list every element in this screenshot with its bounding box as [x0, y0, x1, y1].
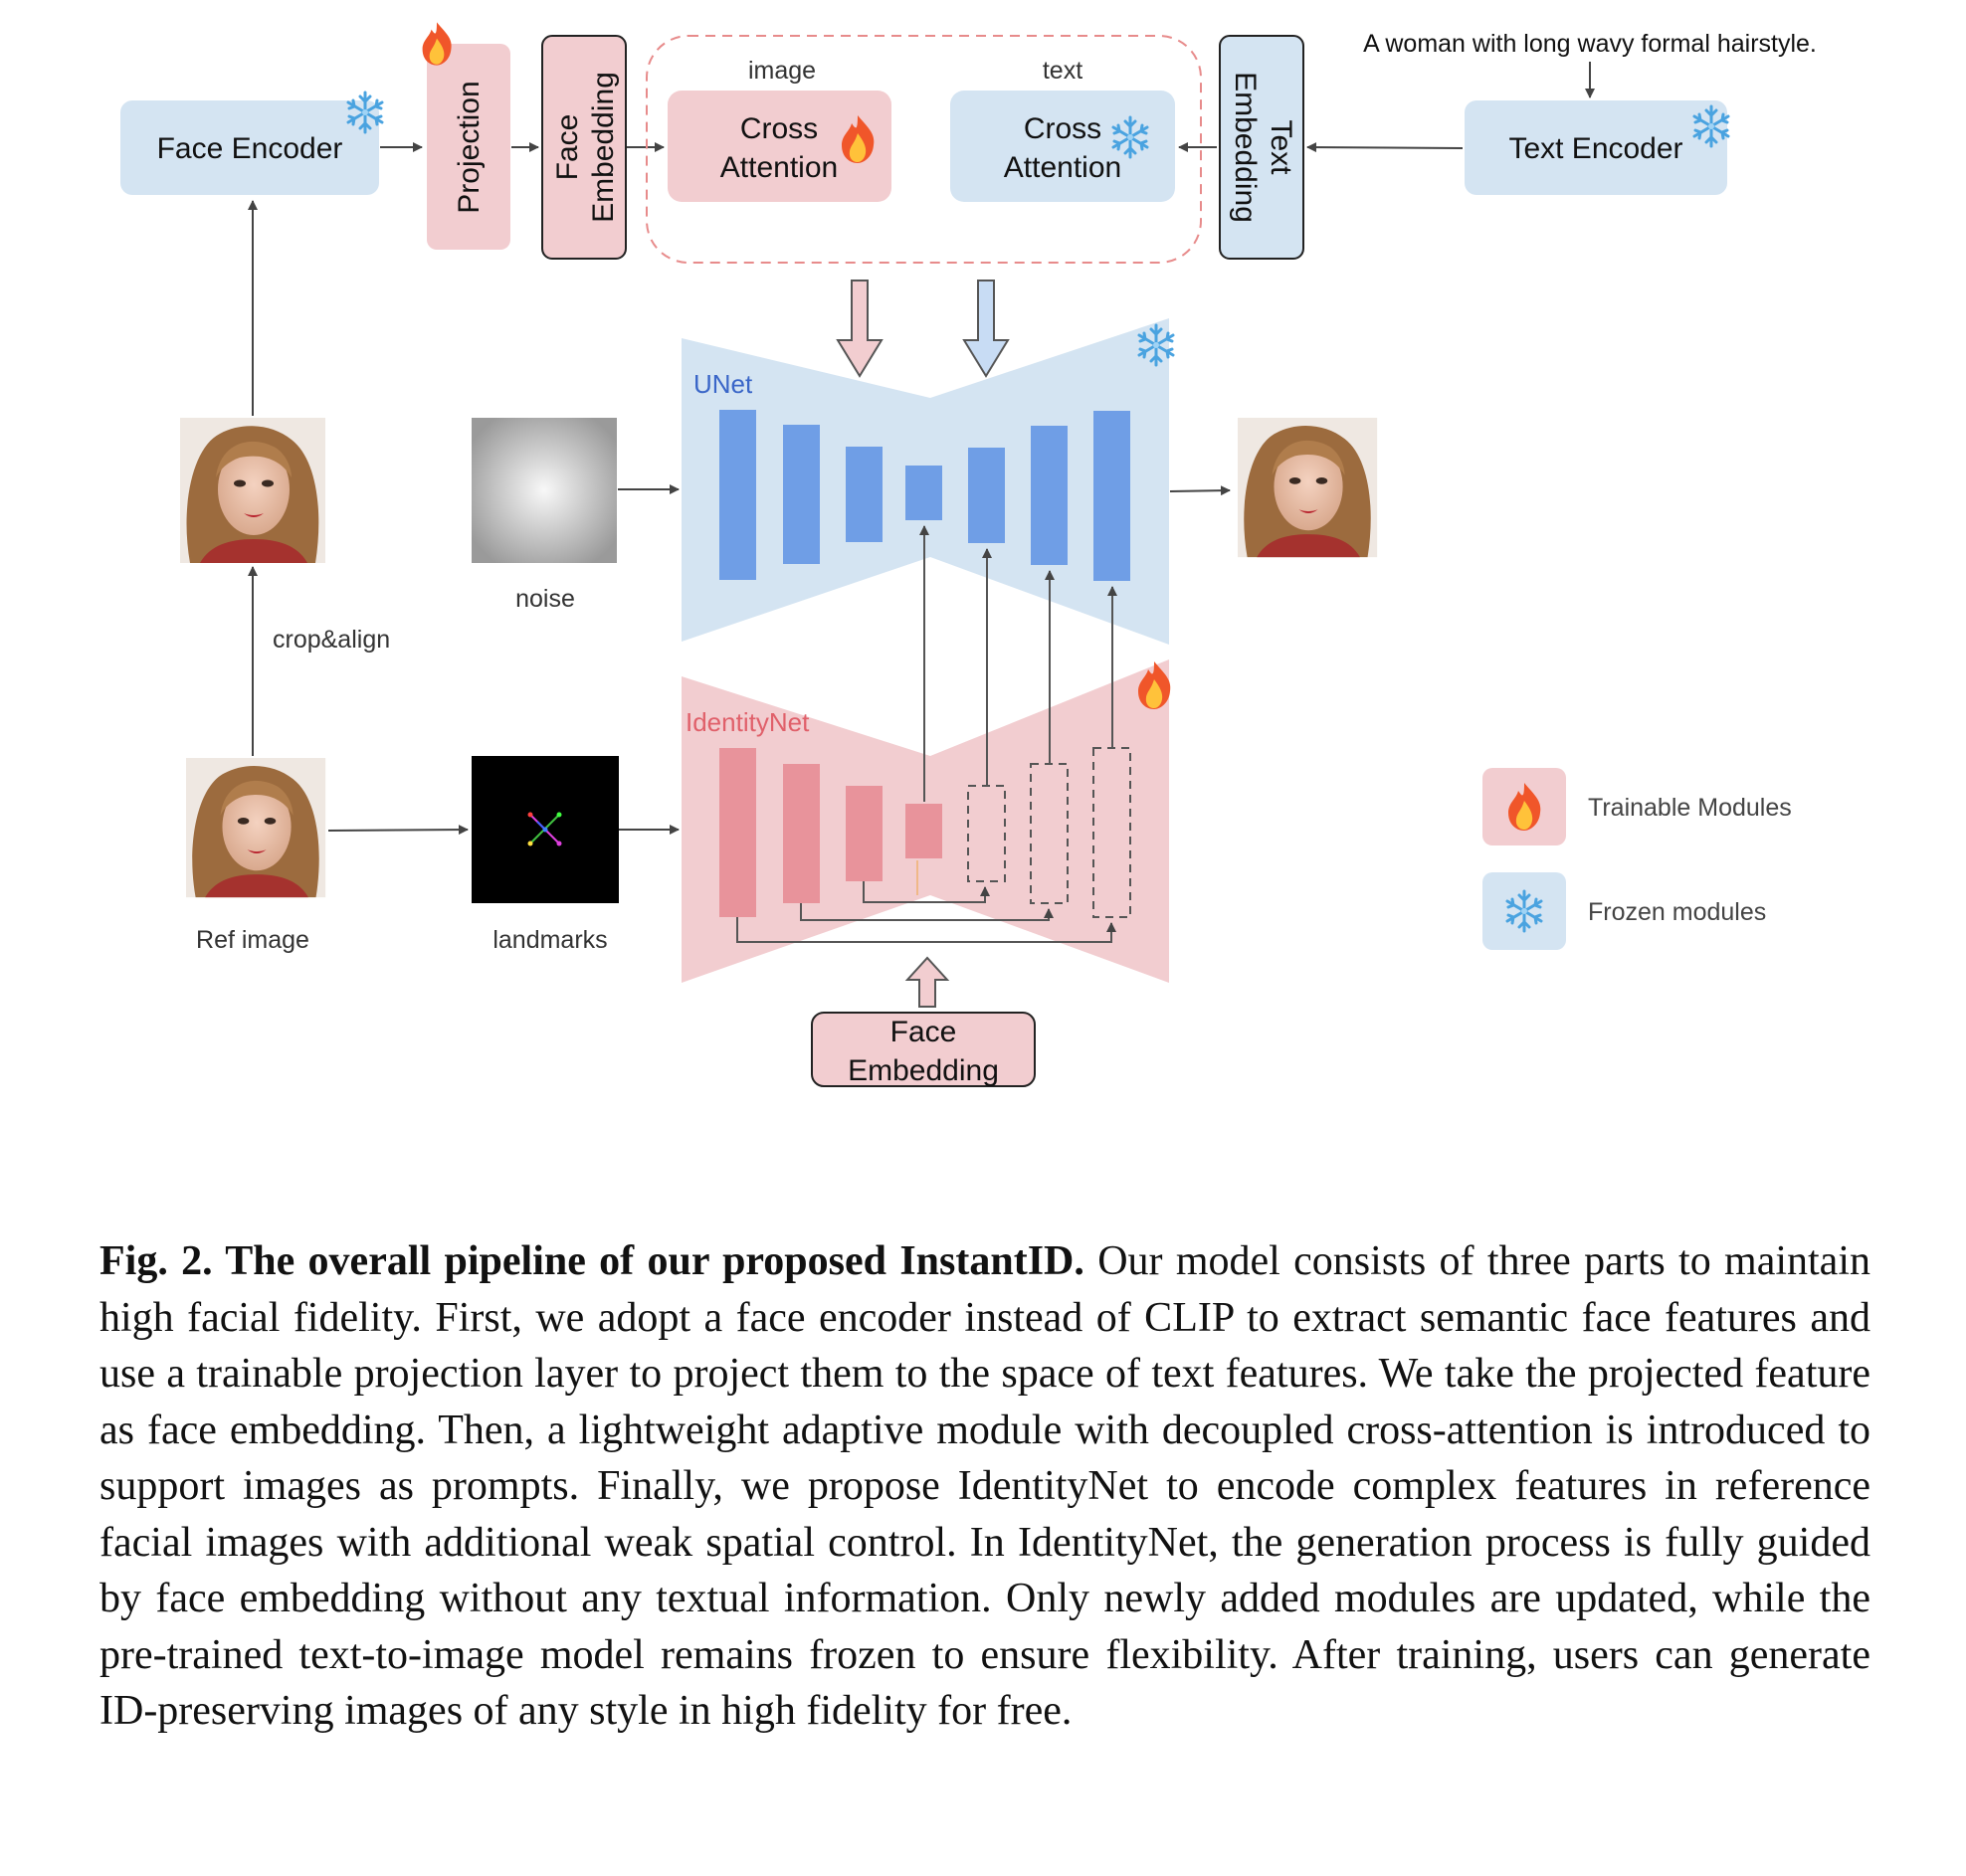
face-embedding-top-line1: Face [551, 114, 584, 181]
face-embedding-up-arrow [904, 956, 950, 1008]
face-embedding-box-top: Face Embedding [541, 35, 627, 260]
identitynet-blocks [719, 748, 942, 917]
text-cross-attention-line2: Attention [1004, 151, 1121, 184]
projection-label: Projection [453, 81, 486, 213]
unet-block [719, 410, 756, 580]
face-embedding-bottom-line1: Face [890, 1016, 957, 1048]
text-cross-attention-box: Cross Attention [950, 91, 1175, 202]
unet-block [968, 448, 1005, 543]
identitynet-block [846, 786, 883, 881]
text-encoder-label: Text Encoder [1508, 132, 1682, 165]
legend: Trainable Modules Frozen modules [1482, 768, 1792, 950]
projection-box: Projection [427, 44, 510, 250]
identitynet-block [719, 748, 756, 917]
text-attention-arrow [962, 280, 1010, 378]
landmarks-image [472, 756, 619, 903]
unet-blocks [719, 410, 1130, 581]
image-attention-header: image [748, 57, 816, 85]
identitynet-block [905, 804, 942, 858]
unet-block [1093, 411, 1130, 581]
unet-block [846, 447, 883, 542]
caption-text: Our model consists of three parts to mai… [99, 1238, 1870, 1734]
face-encoder-box: Face Encoder [120, 100, 379, 195]
unet-block [905, 466, 942, 520]
caption-label: Fig. 2. The overall pipeline of our prop… [99, 1238, 1084, 1284]
text-embedding-line1: Text [1265, 119, 1297, 175]
fire-icon [422, 22, 452, 66]
ref-image [186, 758, 326, 898]
image-attention-arrow [836, 280, 884, 378]
unet-block [1031, 426, 1068, 565]
ref-image-label: Ref image [196, 926, 309, 954]
text-attention-header: text [1043, 57, 1082, 85]
image-cross-attention-line1: Cross [740, 112, 818, 145]
face-embedding-bottom-line2: Embedding [848, 1054, 999, 1087]
unet-block [783, 425, 820, 564]
face-embedding-box-bottom: Face Embedding [811, 1012, 1036, 1087]
output-image [1238, 418, 1378, 558]
face-embedding-top-line2: Embedding [587, 72, 620, 223]
landmarks-label: landmarks [492, 926, 607, 954]
unet-label: UNet [693, 369, 753, 399]
text-cross-attention-line1: Cross [1024, 112, 1101, 145]
identitynet-label: IdentityNet [686, 707, 810, 737]
crop-align-label: crop&align [273, 626, 390, 654]
text-embedding-line2: Embedding [1229, 72, 1262, 223]
noise-image [472, 418, 617, 563]
prompt-text: A woman with long wavy formal hairstyle. [1363, 30, 1817, 58]
noise-label: noise [515, 585, 575, 613]
figure-caption: Fig. 2. The overall pipeline of our prop… [99, 1233, 1870, 1740]
identitynet-block [783, 764, 820, 903]
legend-frozen-label: Frozen modules [1588, 898, 1766, 926]
pipeline-diagram: A woman with long wavy formal hairstyle.… [120, 22, 1817, 1087]
face-encoder-label: Face Encoder [157, 132, 343, 165]
text-embedding-box: Text Embedding [1219, 35, 1304, 260]
text-encoder-box: Text Encoder [1465, 100, 1727, 195]
cropped-face-image [180, 418, 325, 563]
image-cross-attention-line2: Attention [720, 151, 838, 184]
image-cross-attention-box: Cross Attention [668, 91, 891, 202]
legend-trainable-label: Trainable Modules [1588, 794, 1792, 822]
